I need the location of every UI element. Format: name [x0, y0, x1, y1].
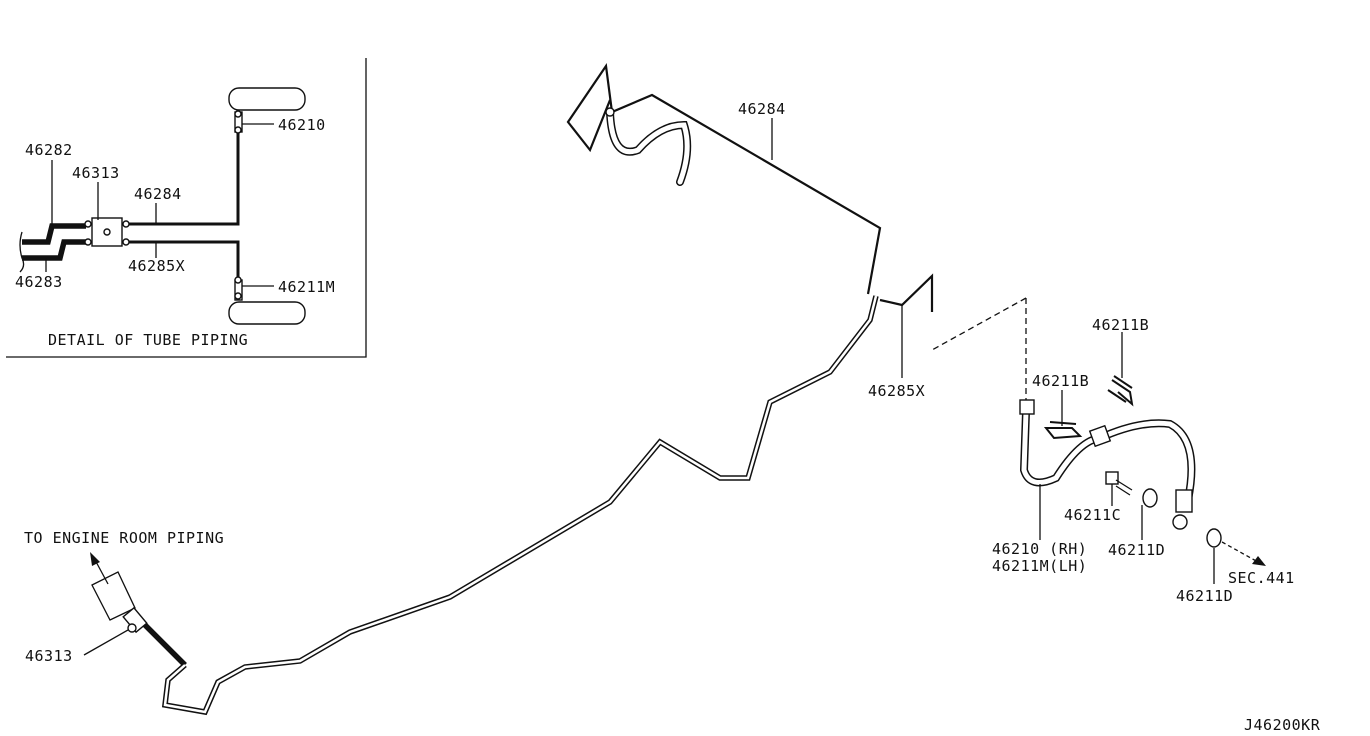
- label-46211m-lh: 46211M(LH): [992, 557, 1087, 575]
- hose-upper-inner: [607, 109, 690, 185]
- detail-tube-46282: [22, 223, 86, 245]
- banjo-eye: [1172, 514, 1188, 530]
- tube-46284: [566, 62, 882, 295]
- connector-46313-fitting: [127, 623, 137, 633]
- brake-hose-46210-inner: [1021, 409, 1194, 503]
- detail-break-mark: [19, 231, 25, 273]
- detail-tube-46284: [124, 132, 240, 226]
- bolt-head-46211c: [1105, 471, 1119, 485]
- hose-fitting-top: [1019, 399, 1035, 415]
- detail-fitting: [84, 238, 92, 246]
- tube-46285x-inner: [163, 295, 878, 714]
- detail-fitting: [84, 220, 92, 228]
- label-46211b-top: 46211B: [1092, 316, 1149, 334]
- hose-group: 46211B 46211B 46211C 46211D 46210 (RH) 4…: [992, 316, 1295, 605]
- label-46313: 46313: [72, 164, 120, 182]
- label-46211m: 46211M: [278, 278, 335, 296]
- label-46283: 46283: [15, 273, 63, 291]
- label-46211b-mid: 46211B: [1032, 372, 1089, 390]
- bolt-shank-46211c: [1115, 479, 1133, 496]
- label-46211d-low: 46211D: [1176, 587, 1233, 605]
- label-main-46313: 46313: [25, 647, 73, 665]
- sec441-arrow-head: [1252, 556, 1266, 566]
- label-46284: 46284: [134, 185, 182, 203]
- detail-wheel-bottom: [228, 301, 306, 325]
- hose-fitting-bottom: [1175, 489, 1193, 513]
- hose-fitting-mid: [1088, 424, 1112, 448]
- detail-fitting: [234, 276, 242, 284]
- label-engine-room: TO ENGINE ROOM PIPING: [24, 529, 224, 547]
- detail-tube-46285x: [124, 240, 240, 280]
- label-main-46285x: 46285X: [868, 382, 925, 400]
- figure-code: J46200KR: [1244, 716, 1321, 734]
- label-46285x: 46285X: [128, 257, 185, 275]
- detail-tube-46283: [22, 239, 86, 261]
- dashed-routing-1: [931, 297, 1027, 351]
- tube-46285x-end: [879, 273, 934, 312]
- clip-46211b-top: [1107, 375, 1134, 407]
- detail-fitting: [234, 126, 242, 134]
- detail-fitting: [234, 110, 242, 118]
- detail-fitting: [122, 238, 130, 246]
- leader-main-46313: [83, 629, 129, 656]
- label-46210-rh: 46210 (RH): [992, 540, 1087, 558]
- sec441-arrow-shaft: [1221, 541, 1259, 563]
- tube-46285x: [138, 295, 879, 716]
- detail-wheel-top: [228, 87, 306, 111]
- clip-46211b-mid: [1043, 421, 1083, 440]
- detail-fitting: [103, 228, 111, 236]
- washer-46211d-mid: [1142, 488, 1158, 508]
- washer-46211d-low: [1206, 528, 1222, 548]
- label-main-46284: 46284: [738, 100, 786, 118]
- label-46211d-mid: 46211D: [1108, 541, 1165, 559]
- detail-frame: [6, 58, 367, 358]
- main-tube-assembly: 46284 46285X TO ENGINE ROOM PIPING 46313: [24, 62, 1027, 716]
- detail-fitting: [122, 220, 130, 228]
- detail-title: DETAIL OF TUBE PIPING: [48, 331, 248, 349]
- engine-room-bracket: [91, 571, 136, 621]
- detail-fitting: [234, 292, 242, 300]
- label-sec441: SEC.441: [1228, 569, 1295, 587]
- label-46210: 46210: [278, 116, 326, 134]
- hose-upper-fitting: [605, 107, 615, 117]
- detail-inset: 46282 46313 46284 46283 46285X 46210 462…: [6, 58, 367, 358]
- label-46282: 46282: [25, 141, 73, 159]
- label-46211c: 46211C: [1064, 506, 1121, 524]
- engine-room-arrow-head: [90, 552, 100, 566]
